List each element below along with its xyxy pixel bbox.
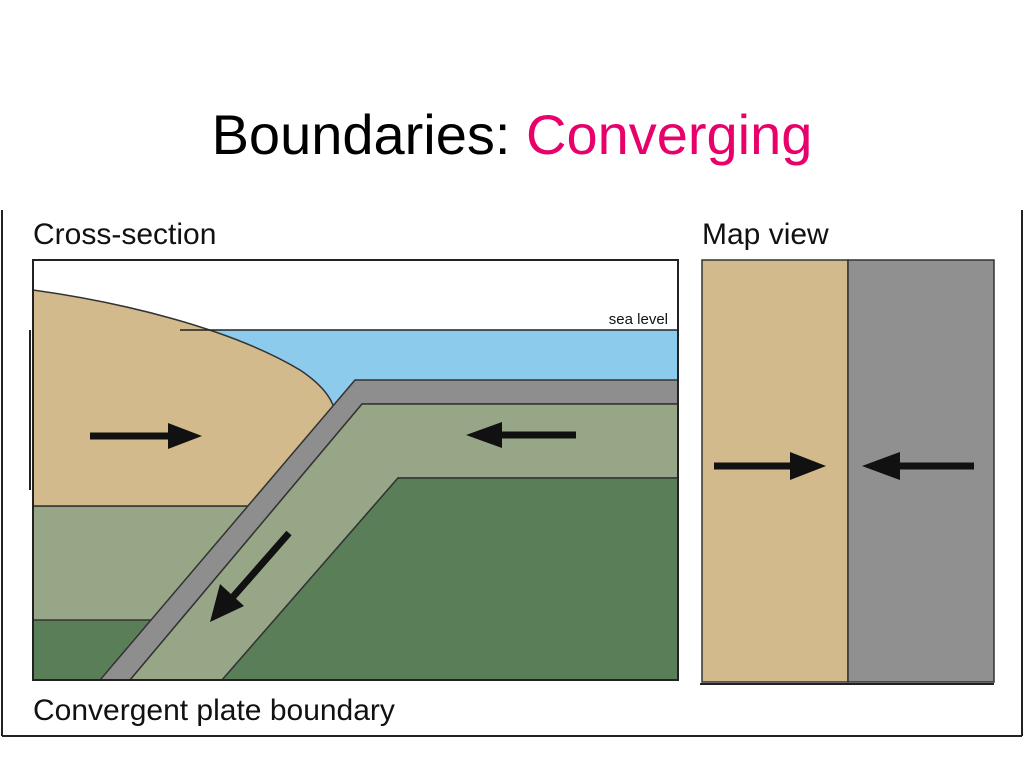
asthenosphere-right <box>221 477 678 680</box>
arrow-right-icon <box>90 423 202 449</box>
title-accent: Converging <box>526 103 813 166</box>
continental-crust <box>33 289 335 507</box>
map-view-label: Map view <box>702 218 829 251</box>
cross-section-frame <box>32 259 679 681</box>
slide-title: Boundaries: Converging <box>0 100 1024 170</box>
map-right-plate <box>847 259 995 683</box>
cross-section-label: Cross-section <box>33 218 217 251</box>
map-left-plate <box>701 259 849 683</box>
map-view-panel <box>700 259 995 685</box>
arrow-down-left-icon <box>210 530 292 622</box>
diagram-svg: sea level <box>1 210 1023 737</box>
arrow-left-icon <box>862 452 974 480</box>
figure-caption: Convergent plate boundary <box>33 694 395 727</box>
arrow-right-icon <box>714 452 826 480</box>
cross-section-panel <box>33 260 678 680</box>
title-main: Boundaries: <box>211 103 527 166</box>
arrow-left-icon <box>466 422 576 448</box>
sea-level-label: sea level <box>609 311 668 328</box>
plate-boundary-figure: sea level Cross-section Map view Converg… <box>0 210 1024 738</box>
